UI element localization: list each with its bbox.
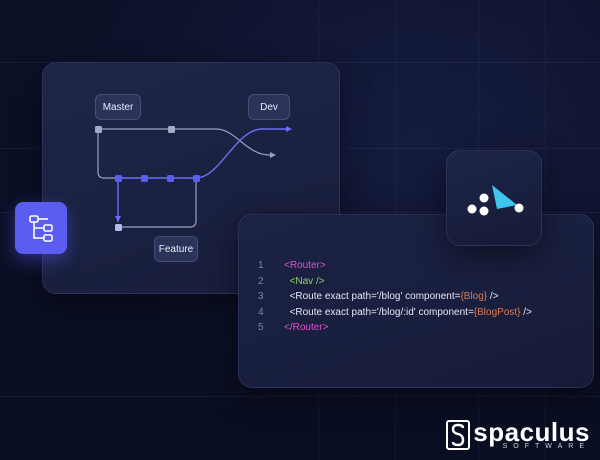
master-branch-label: Master <box>95 94 141 120</box>
commit-node <box>193 175 200 182</box>
code-text: <Route exact path='/blog/:id' component=… <box>284 305 532 321</box>
line-number: 1 <box>258 260 264 271</box>
master-arrow-icon <box>270 152 276 158</box>
code-token: {BlogPost} <box>473 306 521 318</box>
brand-logo: spaculus SOFTWARE <box>446 419 590 450</box>
feature-arrow-icon <box>115 216 121 222</box>
brand-name: spaculus <box>473 417 590 447</box>
code-line: 4 <Route exact path='/blog/:id' componen… <box>258 305 532 321</box>
logo-card <box>446 150 542 246</box>
code-line: 2 <Nav /> <box>258 274 532 290</box>
line-number: 4 <box>258 306 264 318</box>
code-token: <Route exact path='/blog' component= <box>289 291 461 302</box>
brand-tagline: SOFTWARE <box>502 443 590 450</box>
feature-loop-line <box>118 178 197 228</box>
line-number: 5 <box>258 322 264 333</box>
code-line: 3 <Route exact path='/blog' component={B… <box>258 289 532 305</box>
code-text: <Router> <box>284 258 326 274</box>
commit-node <box>167 175 174 182</box>
line-number: 2 <box>258 275 264 287</box>
code-token: <Nav /> <box>289 275 325 287</box>
dev-arrow-icon <box>286 126 292 132</box>
code-line: 5 </Router> <box>258 320 532 336</box>
code-token: {Blog} <box>460 291 488 302</box>
commit-node <box>115 224 122 231</box>
commit-node <box>115 175 122 182</box>
code-token: <Route exact path='/blog/:id' component= <box>289 306 474 318</box>
code-token: /> <box>487 291 499 302</box>
code-line: 1 <Router> <box>258 258 532 274</box>
branch-tree-icon <box>15 202 67 254</box>
code-block: 1<Router>2 <Nav />3 <Route exact path='/… <box>258 258 532 336</box>
code-token: </Router> <box>284 322 329 333</box>
code-token: <Router> <box>284 260 326 271</box>
line-number: 3 <box>258 291 264 302</box>
code-editor-panel <box>238 214 594 388</box>
master-branch-line <box>98 128 271 156</box>
code-text: <Route exact path='/blog' component={Blo… <box>284 289 499 305</box>
commit-node <box>141 175 148 182</box>
code-text: <Nav /> <box>284 274 325 290</box>
dev-branch-label: Dev <box>248 94 290 120</box>
grid-line <box>0 396 600 397</box>
spaculus-s-mark-icon <box>446 419 471 450</box>
dots-arrow-logo-icon <box>467 185 524 216</box>
code-text: </Router> <box>284 320 328 336</box>
commit-node <box>168 126 175 133</box>
commit-node <box>95 126 102 133</box>
code-token: /> <box>520 306 532 318</box>
master-to-dev-line <box>97 129 118 179</box>
feature-branch-label: Feature <box>154 236 198 262</box>
